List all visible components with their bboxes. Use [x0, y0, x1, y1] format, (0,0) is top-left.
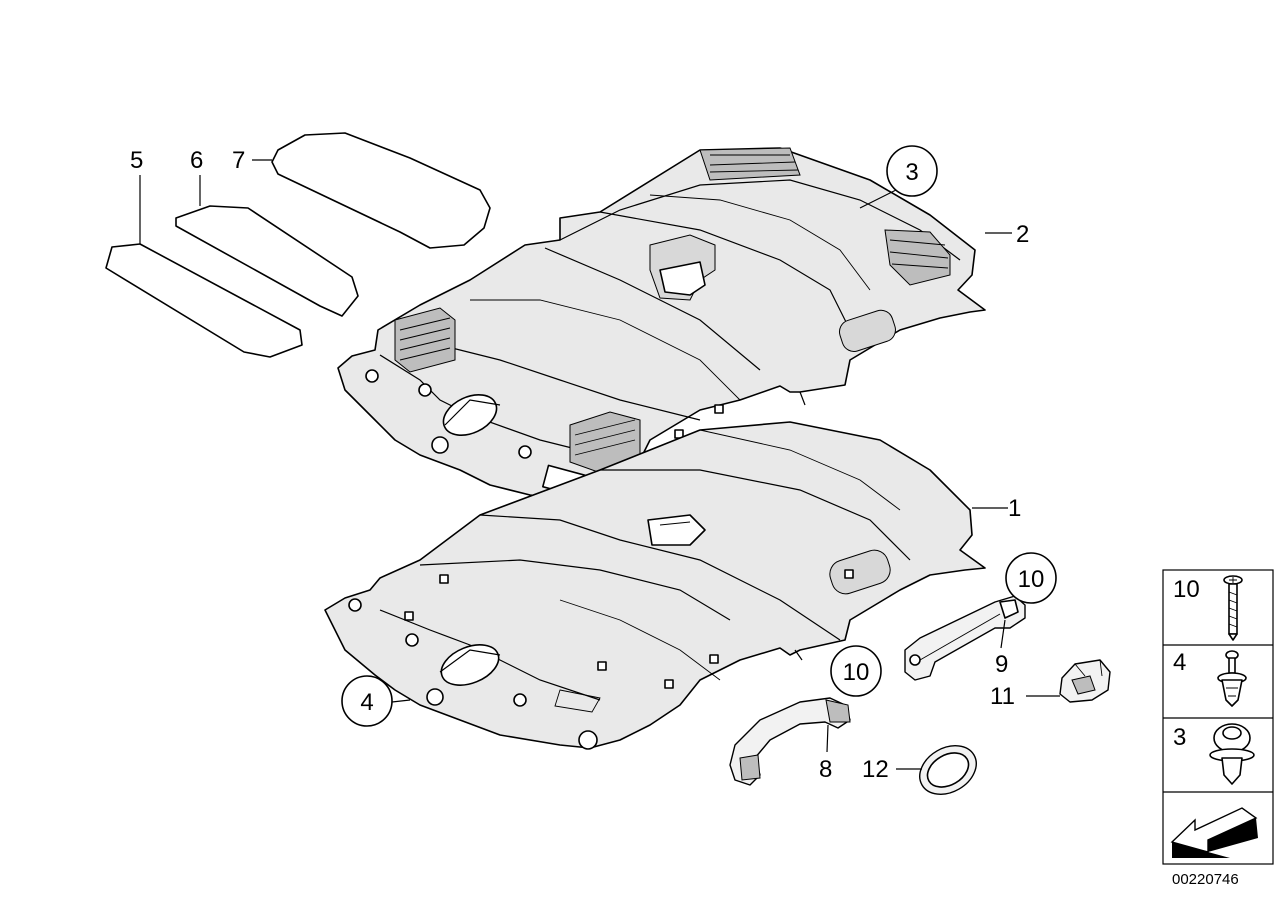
svg-text:11: 11 [990, 683, 1015, 710]
direction-arrow-icon [1170, 807, 1258, 858]
callout-4: 4 [341, 675, 393, 727]
insulation-mat-part-5[interactable] [105, 243, 303, 358]
svg-text:4: 4 [1173, 649, 1186, 676]
callout-2: 2 [1016, 221, 1029, 248]
grab-handle-part-9[interactable] [904, 595, 1026, 681]
screw-icon [1223, 575, 1243, 641]
callout-8: 8 [819, 756, 832, 783]
leader-lines [139, 159, 1060, 770]
callout-11: 11 [990, 683, 1015, 710]
insulation-mat-part-7[interactable] [271, 132, 491, 249]
svg-text:12: 12 [862, 756, 889, 783]
clip-icon [1209, 723, 1255, 785]
legend-row-10[interactable]: 10 [1173, 575, 1243, 641]
headliner-part-1[interactable] [324, 421, 986, 750]
cover-part-12[interactable] [911, 736, 985, 804]
legend-row-4[interactable]: 4 [1173, 649, 1247, 707]
legend-row-3[interactable]: 3 [1173, 723, 1255, 785]
svg-text:4: 4 [360, 689, 373, 716]
svg-text:3: 3 [905, 159, 918, 186]
callout-12: 12 [862, 756, 889, 783]
svg-text:8: 8 [819, 756, 832, 783]
svg-text:5: 5 [130, 147, 143, 174]
expansion-rivet-icon [1217, 650, 1247, 707]
diagram-id: 00220746 [1172, 871, 1239, 888]
callout-7: 7 [232, 147, 245, 174]
insulation-mat-part-6[interactable] [175, 205, 359, 317]
callout-10-upper: 10 [1005, 552, 1057, 604]
callout-9: 9 [995, 651, 1008, 678]
svg-text:9: 9 [995, 651, 1008, 678]
callout-5: 5 [130, 147, 143, 174]
svg-text:10: 10 [843, 659, 870, 686]
fastener-legend: 10 4 3 [1162, 569, 1274, 865]
svg-text:2: 2 [1016, 221, 1029, 248]
svg-text:00220746: 00220746 [1172, 871, 1239, 888]
callout-1: 1 [1008, 495, 1021, 522]
grab-handle-part-8[interactable] [729, 697, 851, 786]
svg-text:6: 6 [190, 147, 203, 174]
bracket-part-11[interactable] [1059, 659, 1111, 703]
headliner-part-2[interactable] [337, 147, 986, 501]
callout-6: 6 [190, 147, 203, 174]
svg-text:1: 1 [1008, 495, 1021, 522]
svg-text:10: 10 [1173, 576, 1200, 603]
callout-10-lower: 10 [830, 645, 882, 697]
svg-text:10: 10 [1018, 566, 1045, 593]
callout-3: 3 [886, 145, 938, 197]
svg-text:7: 7 [232, 147, 245, 174]
svg-text:3: 3 [1173, 724, 1186, 751]
foam-pads-upper [394, 147, 951, 473]
